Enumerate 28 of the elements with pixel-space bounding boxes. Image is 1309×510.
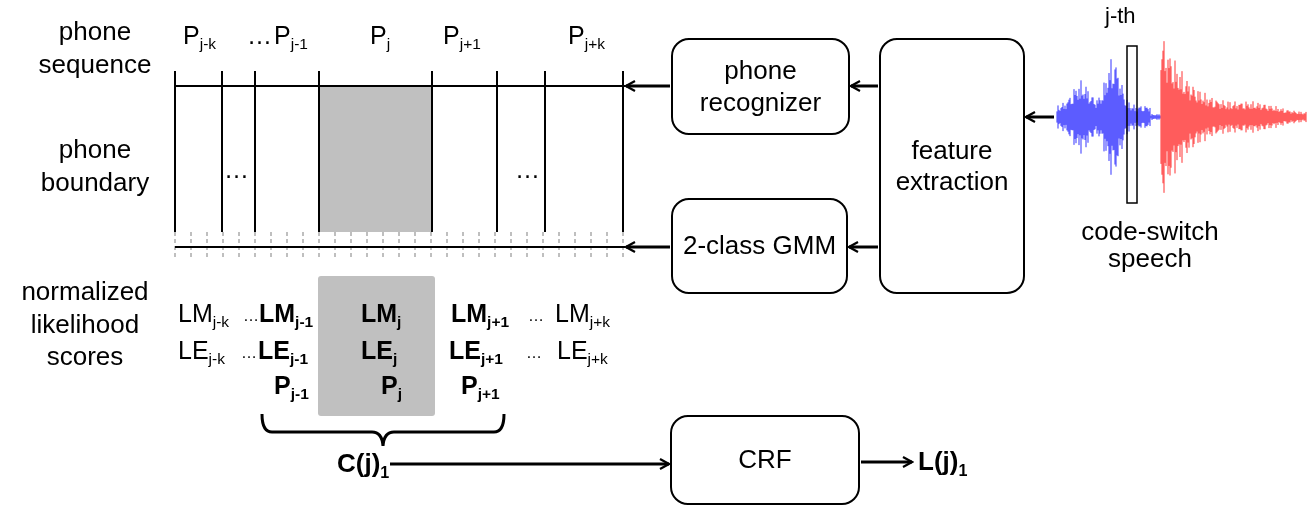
waveform-drawing [1056, 40, 1307, 204]
row-label: phone boundary [39, 133, 151, 198]
timeline-line [175, 85, 625, 87]
arrow [624, 240, 670, 254]
node-label: j-th [1105, 4, 1136, 28]
ellipsis: … [224, 156, 249, 183]
process-box: 2-class GMM [671, 198, 848, 294]
node-label: code-switch speech [1080, 218, 1220, 273]
timeline-line [175, 246, 625, 248]
arrow [624, 79, 670, 93]
process-box: phone recognizer [671, 38, 850, 135]
ellipsis: … [247, 22, 272, 49]
arrow [390, 457, 671, 471]
result-label: L(j)$_{1}$ [918, 448, 968, 476]
result-label: C(j)$_{1}$ [337, 450, 390, 478]
ellipsis: … [526, 345, 542, 362]
row-label: normalized likelihood scores [20, 275, 150, 373]
ellipsis: … [528, 308, 544, 325]
ellipsis: … [515, 156, 540, 183]
ellipsis: … [241, 345, 257, 362]
process-box: feature extraction [879, 38, 1025, 294]
arrow [1024, 110, 1054, 124]
process-box: CRF [670, 415, 860, 505]
arrow [861, 455, 914, 469]
arrow [849, 79, 878, 93]
ellipsis: … [243, 308, 259, 325]
row-label: phone sequence [37, 15, 153, 80]
arrow [847, 240, 878, 254]
